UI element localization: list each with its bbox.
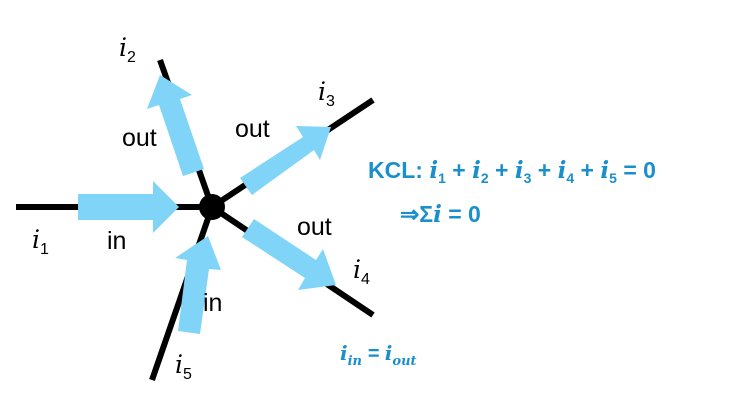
wire-branch-5 xyxy=(149,206,215,381)
balance-equation: iin = iout xyxy=(340,341,417,369)
arrows xyxy=(78,75,336,334)
current-label-2: i2 xyxy=(119,33,136,66)
current-label-1: i1 xyxy=(32,225,49,258)
direction-label-1: in xyxy=(107,227,126,255)
sum-equation: ⇒Σi = 0 xyxy=(400,201,481,228)
junction-node xyxy=(199,194,225,220)
direction-label-2: out xyxy=(122,124,157,152)
arrow-branch-3 xyxy=(240,126,331,195)
direction-label-4: out xyxy=(297,213,332,241)
arrow-branch-4 xyxy=(242,219,336,290)
arrow-branch-2 xyxy=(147,75,204,176)
arrow-branch-1 xyxy=(78,181,179,233)
kcl-equation: KCL: i1 + i2 + i3 + i4 + i5 = 0 xyxy=(368,157,656,186)
arrow-branch-5 xyxy=(175,236,221,334)
current-label-4: i4 xyxy=(353,255,370,288)
direction-label-3: out xyxy=(235,115,270,143)
current-label-3: i3 xyxy=(318,77,335,110)
current-label-5: i5 xyxy=(175,350,192,383)
direction-label-5: in xyxy=(203,289,222,317)
